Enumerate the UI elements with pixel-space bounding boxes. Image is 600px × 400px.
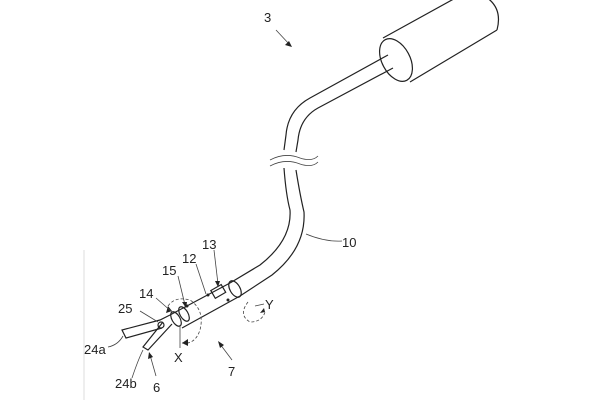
- label-joint-b: 15: [162, 263, 176, 278]
- jaws: [121, 314, 173, 351]
- label-joint-body: 12: [182, 251, 196, 266]
- label-pin: 25: [118, 301, 132, 316]
- label-device: 3: [264, 10, 271, 25]
- label-shaft: 10: [342, 235, 356, 250]
- rotation-arrows: [166, 298, 266, 346]
- label-jaw-a: 24a: [84, 342, 106, 357]
- leader-lines: [107, 29, 343, 379]
- label-bending-section: 7: [228, 364, 235, 379]
- label-end-effector: 6: [153, 380, 160, 395]
- reference-labels: 3 10 13 12 15 14 25 24a 24b 6 X Y 7: [84, 10, 356, 395]
- label-joint-a: 13: [202, 237, 216, 252]
- label-ring: 14: [139, 286, 153, 301]
- bending-section: [169, 280, 242, 329]
- handle-cylinder: [378, 0, 499, 83]
- label-axis-x: X: [174, 350, 183, 365]
- shaft: [229, 54, 394, 297]
- label-axis-y: Y: [265, 297, 274, 312]
- label-jaw-b: 24b: [115, 376, 137, 391]
